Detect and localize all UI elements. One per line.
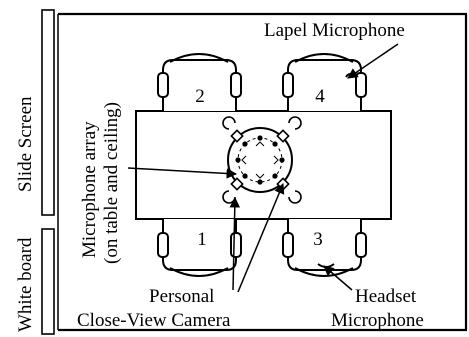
room-wall — [58, 12, 468, 332]
seat-number-4: 4 — [315, 86, 325, 107]
microphone-array-device — [222, 116, 302, 204]
arrow-camera-2 — [229, 196, 241, 291]
personal-camera-label-line1: Personal — [149, 286, 214, 307]
seat-number-3: 3 — [313, 229, 323, 250]
seat-number-2: 2 — [195, 86, 205, 107]
chair-4 — [282, 53, 367, 111]
mic-array-label-line2: (on table and ceiling) — [101, 102, 122, 264]
slide-screen — [41, 9, 55, 216]
arrow-mic-array — [127, 167, 238, 179]
white-board — [41, 228, 55, 335]
slide-screen-label: Slide Screen — [15, 96, 36, 192]
headset-label-line1: Headset — [355, 286, 417, 307]
arrow-headset-mic — [323, 265, 353, 291]
seat-number-1: 1 — [197, 229, 207, 250]
headset-label-line2: Microphone — [331, 310, 424, 331]
arrow-lapel-mic — [347, 43, 399, 79]
white-board-label: White board — [15, 237, 36, 332]
arrow-camera-1 — [237, 183, 285, 293]
mic-array-label-line1: Microphone array — [79, 121, 100, 258]
lapel-mic-label: Lapel Microphone — [264, 20, 405, 41]
chair-2 — [157, 53, 242, 111]
personal-camera-label-line2: Close-View Camera — [77, 310, 231, 331]
chair-3 — [282, 219, 367, 277]
